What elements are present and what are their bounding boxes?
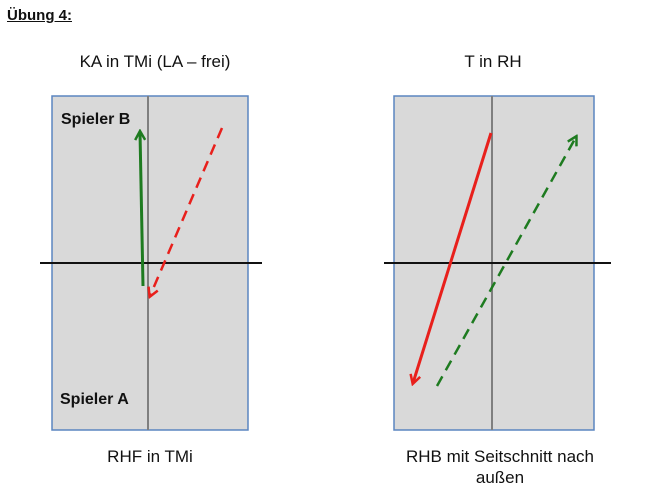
left-court <box>40 95 262 431</box>
right-bottom-caption-line1: RHB mit Seitschnitt nach <box>405 447 594 466</box>
left-red-dashed-arrow <box>150 127 224 296</box>
right-top-caption: T in RH <box>464 52 522 71</box>
left-bottom-caption: RHF in TMi <box>107 447 193 466</box>
player-b-label: Spieler B <box>61 111 131 128</box>
right-bottom-caption: RHB mit Seitschnitt nach außen <box>380 446 620 488</box>
left-top-caption: KA in TMi (LA – frei) <box>79 52 231 71</box>
left-green-arrow <box>140 132 143 287</box>
right-court <box>384 95 611 431</box>
right-red-arrow <box>413 132 493 383</box>
right-bottom-caption-line2: außen <box>475 468 525 487</box>
player-a-label: Spieler A <box>60 391 129 408</box>
exercise-title: Übung 4: <box>7 7 72 24</box>
right-green-dashed-arrow <box>435 137 576 387</box>
